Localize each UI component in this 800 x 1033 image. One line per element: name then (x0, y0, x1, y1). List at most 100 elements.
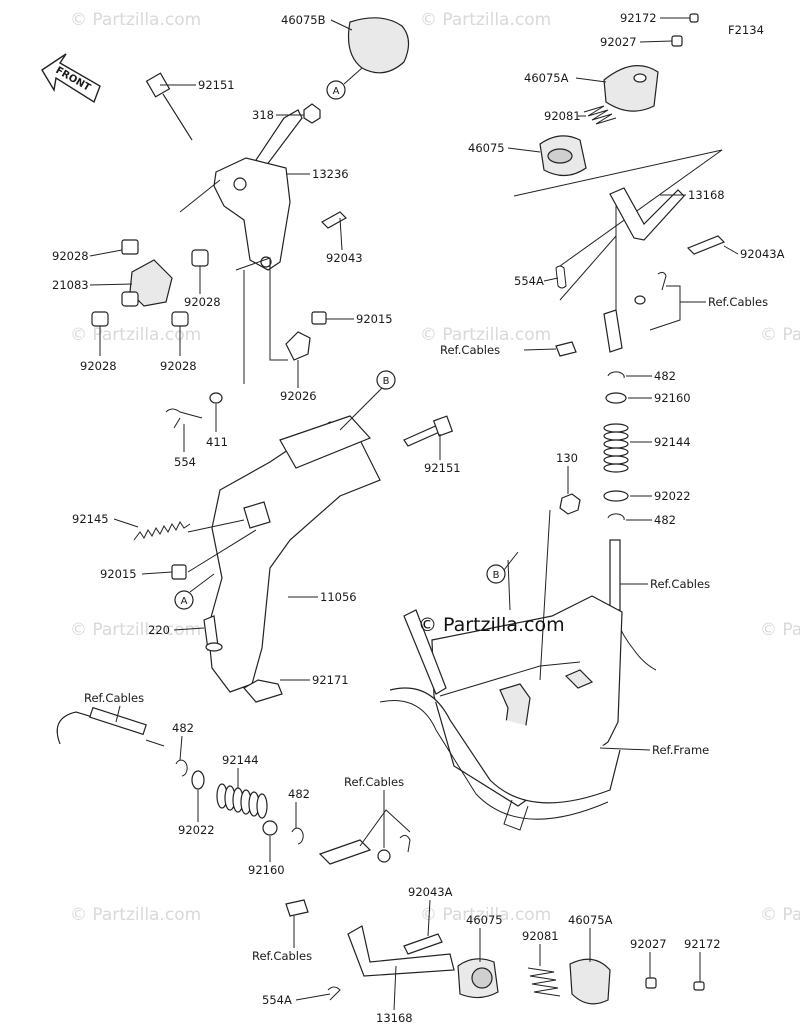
nut-icon (171, 564, 187, 580)
cotter-pin-icon (555, 265, 567, 289)
svg-text:11056: 11056 (320, 590, 357, 604)
callout: 92171 (280, 673, 349, 687)
frame-tube-icon (389, 687, 621, 804)
svg-text:92026: 92026 (280, 389, 317, 403)
pin-icon (285, 899, 309, 917)
svg-text:92027: 92027 (600, 35, 637, 49)
callout: 13168 (376, 965, 413, 1025)
svg-text:92144: 92144 (222, 753, 259, 767)
screw-icon (693, 981, 705, 991)
right-knob-group (513, 13, 726, 357)
callout: 92027 (630, 937, 667, 978)
watermark: © Partzilla.com (420, 905, 551, 925)
svg-text:B: B (493, 570, 500, 581)
bushing-icon (171, 311, 189, 327)
clip-icon (285, 331, 311, 361)
callout: 411 (206, 404, 228, 449)
watermark: © Partzilla.com (760, 325, 800, 345)
svg-text:21083: 21083 (52, 278, 89, 292)
washer-icon (209, 392, 223, 404)
lever-body-icon (213, 157, 291, 271)
svg-text:46075A: 46075A (524, 71, 569, 85)
bottom-lever-group (327, 925, 705, 1005)
svg-text:46075A: 46075A (568, 913, 613, 927)
callout: Ref.Cables (252, 916, 312, 963)
svg-text:92015: 92015 (356, 312, 393, 326)
watermark: © Partzilla.com (70, 905, 201, 925)
svg-text:Ref.Cables: Ref.Cables (708, 295, 768, 309)
callout: 92026 (280, 360, 317, 403)
callout: Ref.Frame (599, 743, 709, 757)
bolt-icon (145, 72, 193, 141)
svg-text:482: 482 (654, 513, 676, 527)
bottom-cable-group (56, 706, 411, 917)
plug-icon (559, 493, 581, 515)
callout: 130 (556, 451, 578, 494)
svg-text:92171: 92171 (312, 673, 349, 687)
screw-icon (689, 13, 699, 23)
svg-text:92151: 92151 (198, 78, 235, 92)
watermark: © Partzilla.com (420, 325, 551, 345)
watermark: © Partzilla.com (70, 620, 201, 640)
callout: Ref.Cables (84, 691, 144, 723)
callout: Ref.Cables (440, 343, 557, 357)
callout: 92027 (600, 35, 673, 49)
bushing-icon (121, 239, 139, 255)
reference-markers: A B B A (174, 67, 519, 610)
washer-icon (262, 820, 278, 836)
washer-icon (377, 849, 391, 863)
svg-text:554: 554 (174, 455, 196, 469)
svg-text:Ref.Cables: Ref.Cables (84, 691, 144, 705)
watermarks: © Partzilla.com © Partzilla.com © Partzi… (70, 10, 800, 925)
callout: 554 (174, 424, 196, 469)
svg-text:130: 130 (556, 451, 578, 465)
callout: 92043A (723, 245, 785, 261)
callout: 92043A (408, 885, 453, 937)
svg-text:92145: 92145 (72, 512, 109, 526)
front-arrow-icon: FRONT (41, 53, 101, 104)
lever-arm-icon (609, 187, 685, 241)
callout: 220 (148, 623, 205, 637)
bushing-icon (91, 311, 109, 327)
washer-icon (634, 295, 646, 305)
svg-text:13236: 13236 (312, 167, 349, 181)
callout: 92028 (52, 249, 123, 263)
svg-text:92027: 92027 (630, 937, 667, 951)
svg-text:92043: 92043 (326, 251, 363, 265)
detent-stack-group (559, 371, 657, 671)
callout: Ref.Cables (620, 577, 710, 591)
callout: 554A (514, 274, 559, 288)
callout: 13236 (286, 167, 349, 181)
spring-icon (133, 521, 191, 541)
svg-text:Ref.Cables: Ref.Cables (440, 343, 500, 357)
svg-text:46075: 46075 (468, 141, 505, 155)
pin-icon (686, 235, 726, 255)
callout: 92145 (72, 512, 139, 528)
callout: 92015 (326, 312, 393, 326)
reference-marker-b: B (339, 370, 396, 431)
nut-icon (303, 103, 321, 124)
svg-text:220: 220 (148, 623, 170, 637)
washer-icon (191, 770, 205, 790)
svg-text:92028: 92028 (80, 359, 117, 373)
collar-icon (645, 977, 657, 989)
figure-code: F2134 (728, 23, 764, 37)
svg-text:92028: 92028 (184, 295, 221, 309)
svg-text:482: 482 (288, 787, 310, 801)
e-ring-icon (291, 827, 304, 845)
clip-nut-icon (311, 311, 327, 325)
svg-text:92043A: 92043A (408, 885, 453, 899)
callout: 92015 (100, 567, 173, 581)
spring-icon (216, 783, 268, 819)
callout: 92028 (160, 326, 197, 373)
svg-text:A: A (181, 596, 188, 607)
callout: 46075B (281, 13, 353, 31)
bushing-icon (121, 291, 139, 307)
pin-icon (321, 211, 347, 229)
svg-text:92022: 92022 (178, 823, 215, 837)
cable-end-icon (603, 309, 623, 353)
bushing-icon (191, 249, 209, 267)
callout: 92022 (630, 489, 691, 503)
spring-icon (603, 423, 629, 473)
